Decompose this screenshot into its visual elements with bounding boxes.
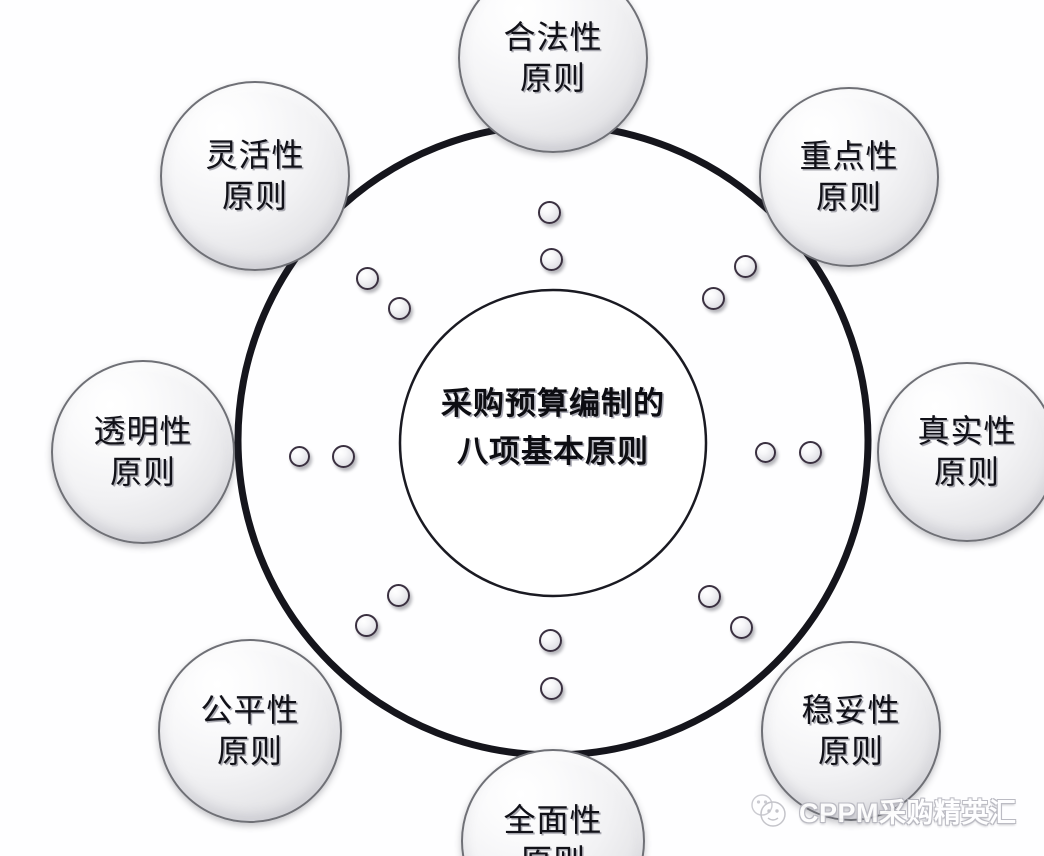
principle-node-legality[interactable]: 合法性原则	[458, 0, 648, 153]
decorative-dot	[354, 613, 378, 637]
decorative-dot	[355, 266, 379, 290]
principle-node-label-line-1: 合法性	[503, 19, 603, 56]
decorative-dot	[701, 286, 725, 310]
principle-node-label-line-1: 重点性	[799, 138, 899, 175]
smiley-circle-logo-icon	[751, 794, 786, 827]
watermark: CPPM采购精英汇	[748, 790, 1017, 830]
principle-node-label-line-2: 原则	[109, 454, 176, 490]
principle-node-authenticity[interactable]: 真实性原则	[877, 362, 1044, 542]
watermark-text: CPPM采购精英汇	[799, 797, 1017, 828]
decorative-dot	[386, 583, 410, 607]
principle-node-flexibility[interactable]: 灵活性原则	[160, 81, 350, 271]
decorative-dot	[288, 445, 310, 467]
decorative-dot	[729, 615, 753, 639]
principle-node-prudence[interactable]: 稳妥性原则	[761, 641, 941, 821]
decorative-dot	[697, 584, 721, 608]
principle-node-label-line-2: 原则	[519, 60, 586, 96]
principle-node-label-line-1: 真实性	[917, 413, 1017, 450]
principle-node-label-line-1: 公平性	[200, 692, 300, 729]
principle-node-transparency[interactable]: 透明性原则	[51, 360, 235, 544]
center-title-line-2: 八项基本原则	[457, 434, 649, 470]
decorative-dot	[537, 200, 561, 224]
principle-node-label-line-1: 全面性	[503, 802, 603, 839]
center-title-line-1: 采购预算编制的	[441, 386, 665, 421]
principle-node-label-line-2: 原则	[520, 841, 586, 856]
decorative-dot	[387, 296, 411, 320]
principle-node-fairness[interactable]: 公平性原则	[158, 639, 342, 823]
principle-node-priority[interactable]: 重点性原则	[759, 87, 939, 267]
decorative-dot	[733, 254, 757, 278]
center-title: 采购预算编制的 八项基本原则	[400, 380, 706, 476]
decorative-dot	[331, 444, 355, 468]
principle-node-label-line-1: 灵活性	[205, 137, 305, 174]
decorative-dot	[754, 441, 776, 463]
principle-node-label-line-1: 稳妥性	[801, 692, 901, 729]
decorative-dot	[538, 628, 562, 652]
principle-node-label-line-2: 原则	[933, 454, 1000, 490]
principle-node-label-line-2: 原则	[815, 179, 882, 215]
inner-circle	[398, 288, 708, 598]
decorative-dot	[539, 247, 563, 271]
principle-node-label-line-2: 原则	[216, 733, 283, 769]
decorative-dot	[539, 676, 563, 700]
principle-node-label-line-1: 透明性	[93, 413, 193, 450]
decorative-dot	[798, 440, 822, 464]
principle-node-label-line-2: 原则	[221, 178, 288, 214]
principle-node-label-line-2: 原则	[817, 733, 884, 769]
